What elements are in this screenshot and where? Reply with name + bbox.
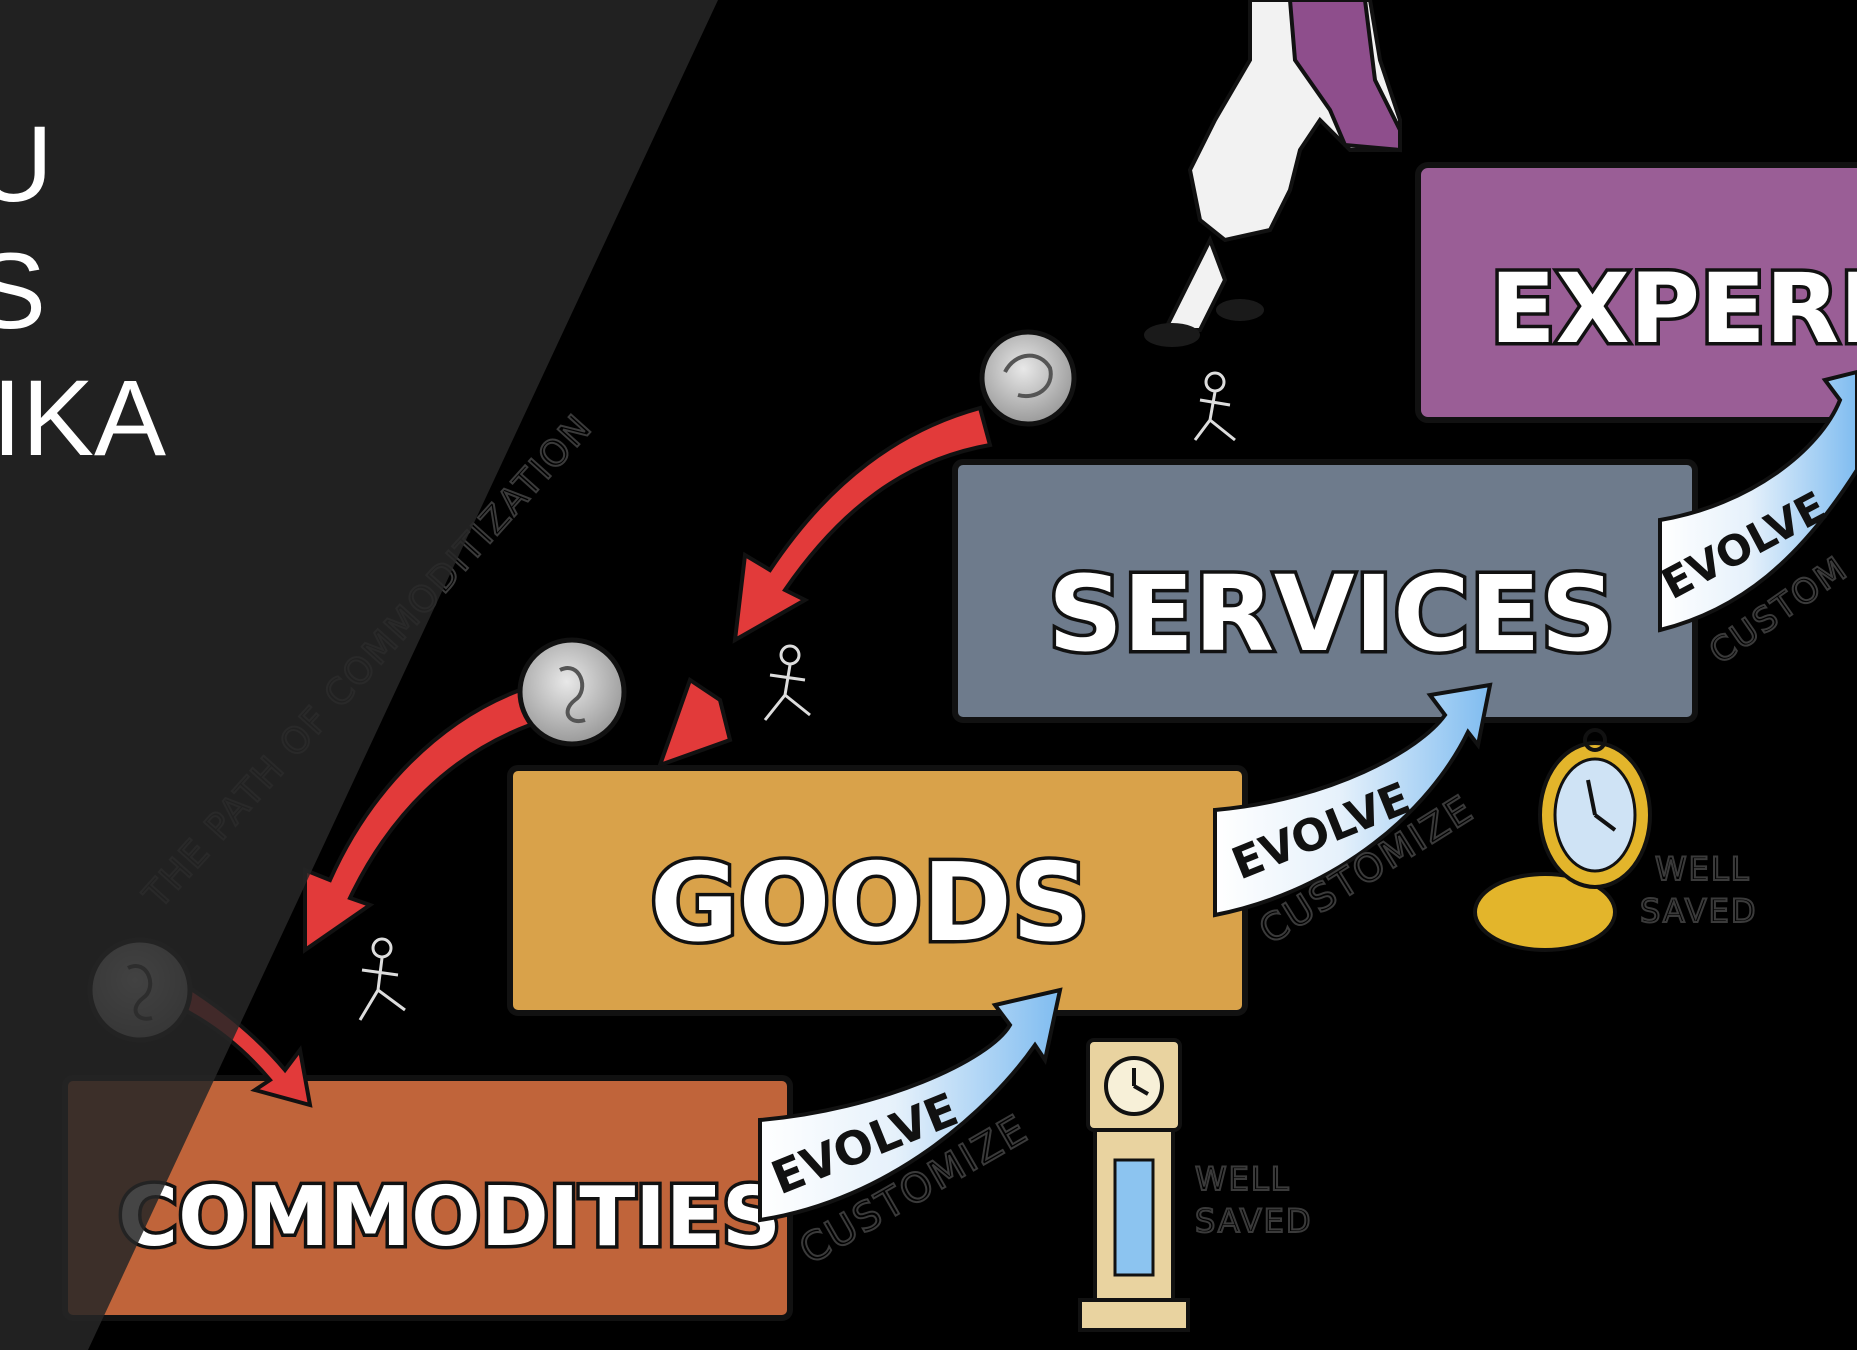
watch-label-line1: WELL [1655, 850, 1751, 888]
experiences-box [1415, 162, 1857, 423]
overlay-panel [0, 0, 718, 1350]
evolve-arrow-goods-services: EVOLVE CUSTOMIZE [1213, 682, 1493, 954]
grandfather-clock: WELL SAVED [1078, 1038, 1313, 1332]
commodities-label: COMMODITIES [118, 1170, 781, 1265]
overlay-line-2: S [0, 230, 47, 351]
overlay-text: U S IKA [0, 100, 400, 481]
clock-label-1-line1: WELL [1195, 1160, 1291, 1198]
overlay-line-3: IKA [0, 357, 167, 478]
evolve-arrow-commodities-goods: EVOLVE CUSTOMIZE [758, 987, 1063, 1275]
overlay-line-1: U [0, 103, 53, 224]
coin-goods [517, 637, 627, 747]
clock-label-1-line2: SAVED [1195, 1202, 1313, 1240]
coin-services [979, 329, 1077, 427]
services-label: SERVICES [1048, 553, 1615, 675]
runner-figures [358, 371, 1236, 1021]
experiences-label: EXPERIEN [1490, 253, 1857, 365]
watch-label-line2: SAVED [1640, 892, 1758, 930]
experiences-figure [1144, 0, 1402, 347]
goods-label: GOODS [650, 841, 1090, 966]
pocket-watch: WELL SAVED [1473, 728, 1758, 952]
